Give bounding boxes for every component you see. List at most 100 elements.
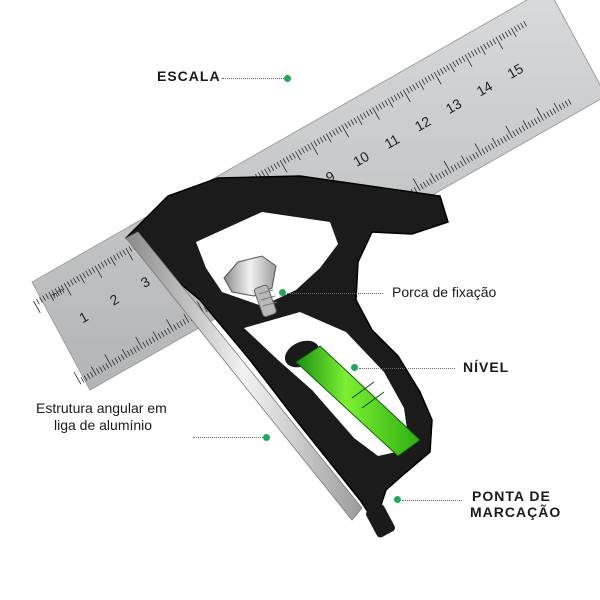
- marker-dot-porca: [279, 289, 286, 296]
- ruler-tick: [440, 68, 444, 75]
- ruler-tick: [341, 124, 349, 138]
- ruler-tick: [430, 73, 435, 80]
- ruler-tick: [285, 156, 290, 163]
- ruler-tick: [449, 63, 455, 73]
- ruler-tick: [66, 281, 71, 287]
- ruler-tick: [522, 120, 529, 130]
- ruler-tick: [567, 99, 572, 105]
- ruler-tick: [443, 160, 452, 174]
- ruler-tick: [564, 100, 569, 107]
- ruler-tick: [403, 89, 411, 103]
- ruler-tick: [110, 256, 116, 266]
- ruler-tick: [387, 98, 394, 108]
- ruler-tick: [288, 154, 293, 161]
- ruler-tick: [51, 290, 56, 296]
- ruler-tick: [292, 152, 296, 159]
- ruler-tick: [469, 155, 473, 162]
- marker-dot-nivel: [351, 364, 358, 371]
- ruler-tick: [148, 338, 153, 344]
- ruler-tick: [91, 366, 97, 376]
- ruler-tick: [102, 364, 106, 371]
- ruler-tick: [433, 71, 442, 85]
- ruler-tick: [276, 161, 281, 168]
- ruler-tick: [464, 54, 473, 67]
- ruler-tick: [484, 146, 489, 153]
- ruler-tick: [495, 36, 504, 50]
- ruler-tick: [435, 174, 439, 181]
- ruler-tick: [426, 180, 430, 186]
- ruler-tick: [79, 274, 85, 284]
- ruler-number: 11: [382, 131, 403, 152]
- ruler-tick: [412, 84, 416, 90]
- ruler-tick: [427, 75, 432, 82]
- ruler-tick: [183, 313, 190, 323]
- ruler-tick: [310, 142, 319, 155]
- ruler-tick: [438, 173, 443, 179]
- ruler-tick: [372, 107, 380, 120]
- ruler-tick: [536, 108, 544, 121]
- ruler-tick: [527, 122, 532, 128]
- ruler-tick: [491, 137, 498, 147]
- ruler-tick: [458, 57, 463, 64]
- ruler-tick: [366, 110, 370, 117]
- ruler-tick: [88, 268, 93, 275]
- leader-estrutura: [193, 437, 263, 438]
- ruler-tick: [510, 28, 517, 38]
- angular-frame-edge: [125, 231, 363, 521]
- ruler-tick: [450, 165, 455, 172]
- ruler-tick: [472, 153, 476, 160]
- ruler-tick: [415, 82, 420, 89]
- ruler-tick: [501, 33, 506, 39]
- ruler-tick: [97, 263, 102, 270]
- ruler-number: 14: [474, 78, 496, 100]
- ruler-tick: [136, 345, 140, 352]
- ruler-tick: [135, 336, 143, 350]
- ruler-tick: [173, 324, 177, 330]
- ruler-tick: [481, 148, 486, 155]
- ruler-tick: [307, 144, 312, 150]
- ruler-tick: [270, 165, 275, 171]
- ruler-tick: [32, 300, 41, 314]
- ruler-tick: [467, 52, 472, 59]
- ruler-tick: [107, 258, 111, 265]
- label-escala: ESCALA: [157, 68, 221, 84]
- ruler-tick: [483, 43, 487, 50]
- ruler-tick: [338, 126, 342, 133]
- leader-porca: [287, 293, 383, 294]
- ruler-tick: [490, 143, 495, 149]
- ruler-tick: [261, 170, 265, 177]
- ruler-tick: [282, 158, 287, 164]
- ruler-tick: [94, 265, 103, 279]
- ruler-tick: [204, 306, 208, 313]
- ruler-tick: [486, 42, 490, 48]
- ruler-tick: [48, 291, 55, 301]
- ruler-tick: [347, 121, 352, 127]
- ruler-tick: [496, 139, 501, 146]
- ruler-tick: [63, 283, 72, 296]
- ruler-tick: [549, 109, 554, 116]
- ruler-tick: [489, 40, 494, 46]
- ruler-tick: [116, 253, 120, 259]
- ruler-tick: [505, 125, 513, 139]
- ruler-tick: [480, 45, 486, 55]
- ruler-tick: [166, 319, 174, 332]
- ruler-tick: [89, 371, 94, 378]
- ruler-tick: [80, 377, 85, 383]
- ruler-tick: [456, 162, 461, 169]
- ruler-tick: [103, 260, 108, 266]
- ruler-tick: [36, 298, 40, 305]
- ruler-tick: [475, 151, 480, 158]
- ruler-tick: [39, 297, 43, 303]
- ruler-tick: [350, 119, 355, 126]
- ruler-tick: [316, 138, 321, 145]
- ruler-tick: [375, 105, 379, 112]
- ruler-tick: [430, 173, 436, 183]
- ruler-tick: [60, 284, 65, 291]
- ruler-tick: [470, 50, 475, 57]
- ruler-tick: [344, 122, 349, 129]
- ruler-tick: [561, 102, 566, 109]
- ruler-tick: [99, 366, 103, 373]
- ruler-tick: [329, 131, 333, 138]
- ruler-tick: [325, 133, 332, 143]
- ruler-tick: [82, 272, 87, 279]
